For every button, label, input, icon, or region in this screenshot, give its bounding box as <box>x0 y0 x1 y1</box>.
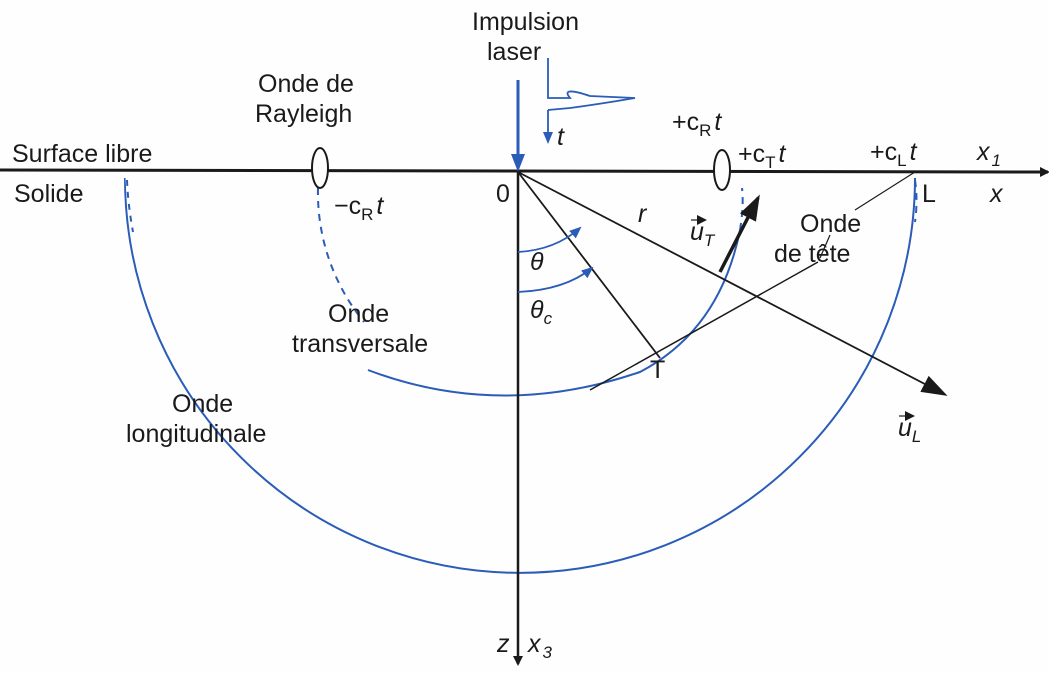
transversale-label-2: transversale <box>292 330 428 358</box>
x-label: x <box>989 180 1004 208</box>
L-leader <box>854 171 916 211</box>
point-L-label: L <box>922 180 936 208</box>
transverse-wavefront <box>316 187 365 323</box>
surface-libre-label: Surface libre <box>12 140 152 168</box>
theta-c-arc <box>517 266 594 293</box>
z-label: z <box>496 630 510 658</box>
origin-label: 0 <box>496 180 510 208</box>
free-surface-line <box>0 166 1049 177</box>
rayleigh-label-2: Rayleigh <box>255 100 352 128</box>
ray-r-to-uL <box>517 171 948 396</box>
theta-arc <box>517 226 582 253</box>
solide-label: Solide <box>14 180 84 208</box>
pulse-shape-icon <box>547 58 636 111</box>
head-wave-line <box>589 261 819 391</box>
transversale-label-1: Onde <box>328 300 389 328</box>
uL-label: uL <box>898 414 921 446</box>
onde-tete-label-2: de tête <box>774 240 850 268</box>
theta-label: θ <box>530 248 544 276</box>
longitudinal-wavefront <box>124 177 916 574</box>
ray-to-T <box>517 171 661 359</box>
longitudinale-label-2: longitudinale <box>126 420 266 448</box>
theta-c-label: θc <box>530 296 553 328</box>
uT-vector <box>718 194 760 273</box>
head-wave-label-leader <box>819 234 831 259</box>
time-t-label: t <box>557 123 565 151</box>
rayleigh-label-1: Onde de <box>258 70 354 98</box>
r-label: r <box>638 200 648 228</box>
impulsion-label: Impulsion <box>472 8 579 36</box>
uT-label: uT <box>690 218 716 250</box>
laser-label: laser <box>487 38 541 66</box>
point-T-label: T <box>650 356 665 384</box>
rayleigh-left-ellipse <box>311 147 329 189</box>
rayleigh-right-ellipse <box>713 149 731 191</box>
onde-tete-label-1: Onde <box>800 210 861 238</box>
longitudinale-label-1: Onde <box>172 390 233 418</box>
